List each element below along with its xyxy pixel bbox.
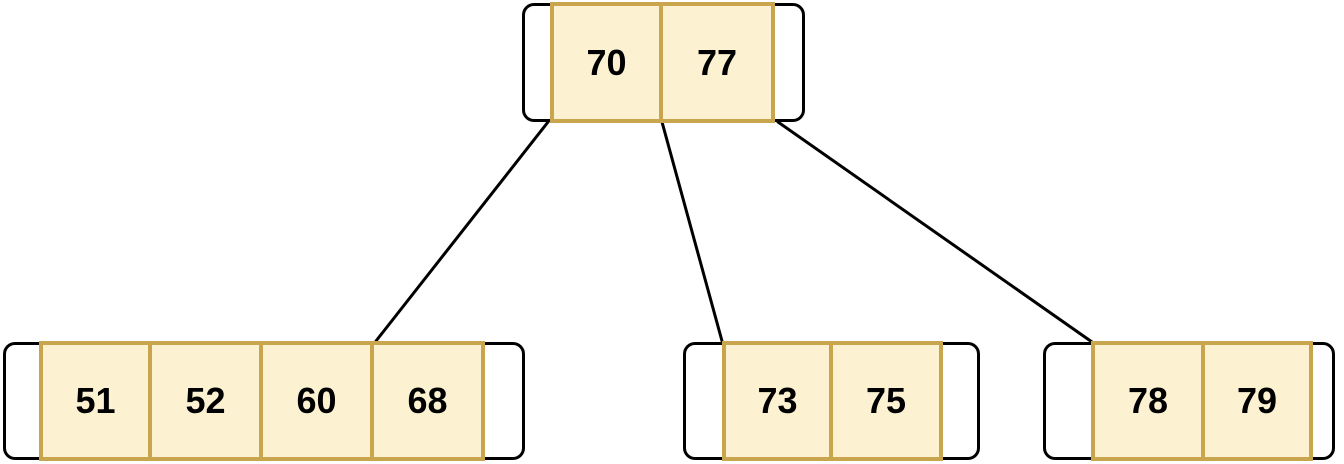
btree-node-left-leaf: 51 52 60 68 [3,341,525,461]
key-cells: 70 77 [550,2,775,123]
key-cell: 60 [259,341,374,461]
key-cell: 70 [550,2,663,123]
edge-root-to-middle-child [660,120,724,343]
key-cell: 78 [1091,341,1205,461]
key-cell: 73 [722,341,833,461]
key-cell: 77 [659,2,775,123]
edge-root-to-left-child [374,120,550,343]
key-cell: 51 [39,341,152,461]
edge-root-to-right-child [776,120,1094,344]
btree-node-right-leaf: 78 79 [1043,341,1335,461]
key-cells: 51 52 60 68 [39,341,485,461]
btree-node-middle-leaf: 73 75 [683,341,980,461]
key-cell: 68 [370,341,485,461]
key-cell: 52 [148,341,263,461]
key-cell: 75 [829,341,943,461]
key-cells: 73 75 [722,341,943,461]
key-cells: 78 79 [1091,341,1313,461]
key-cell: 79 [1201,341,1313,461]
btree-node-root: 70 77 [522,2,805,123]
